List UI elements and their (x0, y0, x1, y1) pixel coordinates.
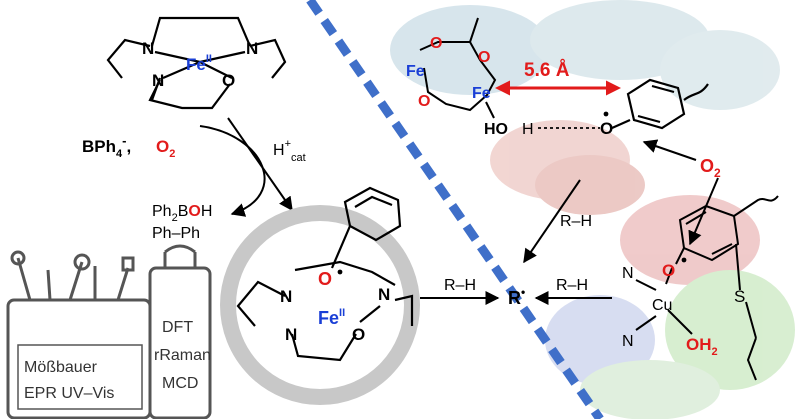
right-o2-sub: 2 (714, 166, 721, 180)
distance-label: 5.6 Å (524, 60, 570, 81)
reagent-o2-symbol: O (156, 137, 169, 156)
fe-bottom-n1: N (280, 287, 292, 306)
arrow-label-rh-lower: R–H (556, 277, 588, 294)
diiron-site (419, 17, 497, 112)
diiron-o-right: O (478, 49, 490, 66)
fe-bottom-phenoxyl-o: O (318, 269, 332, 289)
copper-cu: Cu (652, 297, 672, 314)
radical-r: R• (508, 285, 525, 308)
fe-bottom-n2: N (378, 285, 390, 304)
protein-backdrop-top (390, 0, 780, 215)
fe-top-iron: FeII (186, 53, 212, 74)
toolbox-text-mossbauer: Mößbauer (24, 359, 98, 376)
byproduct-b: B (178, 203, 189, 220)
reagent-bph4-sup: - (122, 133, 126, 148)
fe-bottom-iron-symbol: Fe (318, 308, 339, 328)
diiron-fe2: Fe (472, 85, 491, 102)
copper-radical-dot (681, 257, 687, 263)
reagent-bph4: BPh4-, (82, 133, 131, 160)
tyrosyl-oxygen: O (600, 119, 613, 138)
catalyst-h: H (273, 142, 285, 159)
byproduct-ph: Ph (152, 203, 172, 220)
diiron-fe-oh-bond (485, 101, 495, 119)
catalyst-sup: + (285, 138, 291, 150)
fe-bottom-iron: FeII (318, 307, 345, 328)
fe-top-iron-oxidation: II (206, 53, 212, 65)
copper-water: OH2 (686, 335, 718, 358)
tyrosyl-radical-dot (603, 111, 609, 117)
right-o2: O2 (700, 156, 721, 180)
byproduct-h: H (201, 203, 213, 220)
protein-backdrop-bottom (545, 195, 795, 419)
copper-n1: N (622, 265, 634, 282)
diiron-hbond-h: H (522, 121, 534, 138)
diiron-o-left: O (418, 93, 430, 110)
diiron-fe1: Fe (406, 63, 425, 80)
arrow-o2-to-diiron (642, 139, 697, 161)
toolbox-text-dft: DFT (162, 319, 193, 336)
byproduct-biphenyl: Ph–Ph (152, 225, 200, 242)
copper-n2: N (622, 333, 634, 350)
toolbox-label-left-bg (17, 344, 143, 410)
byproduct-o: O (188, 203, 200, 220)
fe-bottom-n3: N (285, 325, 297, 344)
fe-top-n2: N (246, 39, 258, 58)
arrow-diiron-to-radical (523, 179, 581, 264)
fe-top-iron-symbol: Fe (186, 55, 206, 74)
copper-water-text: OH (686, 335, 712, 354)
diagonal-divider (306, 0, 604, 419)
toolbox-text-rraman: rRaman (154, 347, 211, 364)
toolbox-text-mcd: MCD (162, 375, 198, 392)
fe-bottom-ether-o: O (352, 325, 365, 344)
fe-top-n1: N (142, 39, 154, 58)
arrow-main-down (227, 117, 293, 212)
fe-top-n3: N (152, 71, 164, 90)
fe-complex-bottom (236, 186, 414, 362)
radical-r-symbol: R (508, 288, 521, 308)
reagent-o2: O2 (156, 137, 175, 160)
fe-complex-top (106, 16, 287, 110)
arrow-curved-byproducts (199, 125, 266, 217)
reagent-comma: , (126, 137, 131, 156)
diiron-o-top: O (430, 35, 442, 52)
reagent-bph4-base: BPh (82, 137, 116, 156)
copper-phenoxyl-o: O (662, 261, 675, 280)
fe-bottom-iron-oxidation: II (339, 307, 345, 319)
diiron-hydroxide: HO (484, 121, 508, 138)
catalyst-sub: cat (291, 152, 306, 164)
arrow-label-rh-left: R–H (444, 277, 476, 294)
right-o2-symbol: O (700, 156, 714, 176)
arrow-o2-to-copper (688, 177, 719, 246)
reagent-bph4-sub: 4 (116, 148, 123, 160)
toolbox-text-epr-uvvis: EPR UV–Vis (24, 385, 114, 402)
highlight-ring (220, 205, 420, 405)
byproduct-borinic: Ph2BOH (152, 203, 212, 224)
catalyst-label: H+cat (273, 138, 306, 164)
copper-water-sub: 2 (712, 346, 718, 358)
reagent-o2-sub: 2 (169, 148, 175, 160)
arrow-label-rh-upper: R–H (560, 213, 592, 230)
copper-sulfur: S (734, 287, 745, 306)
diiron-hydroxide-text: HO (484, 121, 508, 138)
radical-r-dot: • (521, 285, 525, 299)
fe-top-oxygen: O (222, 71, 235, 90)
tyrosyl-ring (611, 78, 709, 130)
copper-site-bonds (635, 195, 779, 381)
byproduct-ph-sub: 2 (172, 212, 178, 224)
fe-bottom-radical-dot (337, 269, 343, 275)
